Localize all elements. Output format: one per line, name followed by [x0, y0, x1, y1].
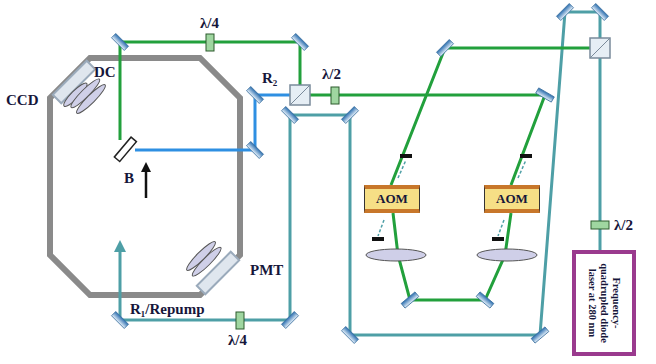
- component-label: R₂: [262, 70, 277, 86]
- component-label: λ/2: [322, 66, 341, 82]
- component-label: R₁/Repump: [130, 301, 205, 317]
- wave-plates: [206, 34, 609, 329]
- aom-details: [372, 154, 532, 241]
- pmt-viewport: [181, 236, 239, 294]
- aom-box: AOM: [364, 185, 420, 213]
- beam-splitter: [590, 38, 610, 58]
- component-label: PMT: [250, 262, 283, 278]
- laser-box: Frequency-quadrupled diode laser at 280 …: [572, 250, 636, 356]
- mirrors: [112, 4, 609, 344]
- component-label: λ/4: [228, 332, 247, 348]
- component-label: λ/4: [200, 15, 219, 31]
- component-label: CCD: [6, 92, 39, 108]
- lens: [477, 249, 537, 261]
- trap-element: [114, 137, 136, 161]
- aom-box: AOM: [484, 185, 540, 213]
- beam-splitter: [290, 85, 310, 105]
- field-arrowhead: [141, 162, 151, 172]
- repump-beam: [120, 12, 600, 335]
- aom-label: AOM: [376, 192, 408, 206]
- lens: [366, 249, 426, 261]
- cooling-beam: [120, 42, 545, 185]
- field-arrow: [145, 170, 148, 198]
- component-label: DC: [94, 64, 116, 80]
- cooling-beam: [391, 48, 600, 185]
- component-label: λ/2: [614, 217, 633, 233]
- probe-beam: [135, 95, 300, 150]
- component-label: B: [124, 170, 134, 186]
- beam-arrowhead: [114, 240, 126, 252]
- vacuum-chamber: [50, 58, 240, 295]
- aom-label: AOM: [496, 192, 528, 206]
- laser-label: Frequency-quadrupled diode laser at 280 …: [586, 257, 622, 349]
